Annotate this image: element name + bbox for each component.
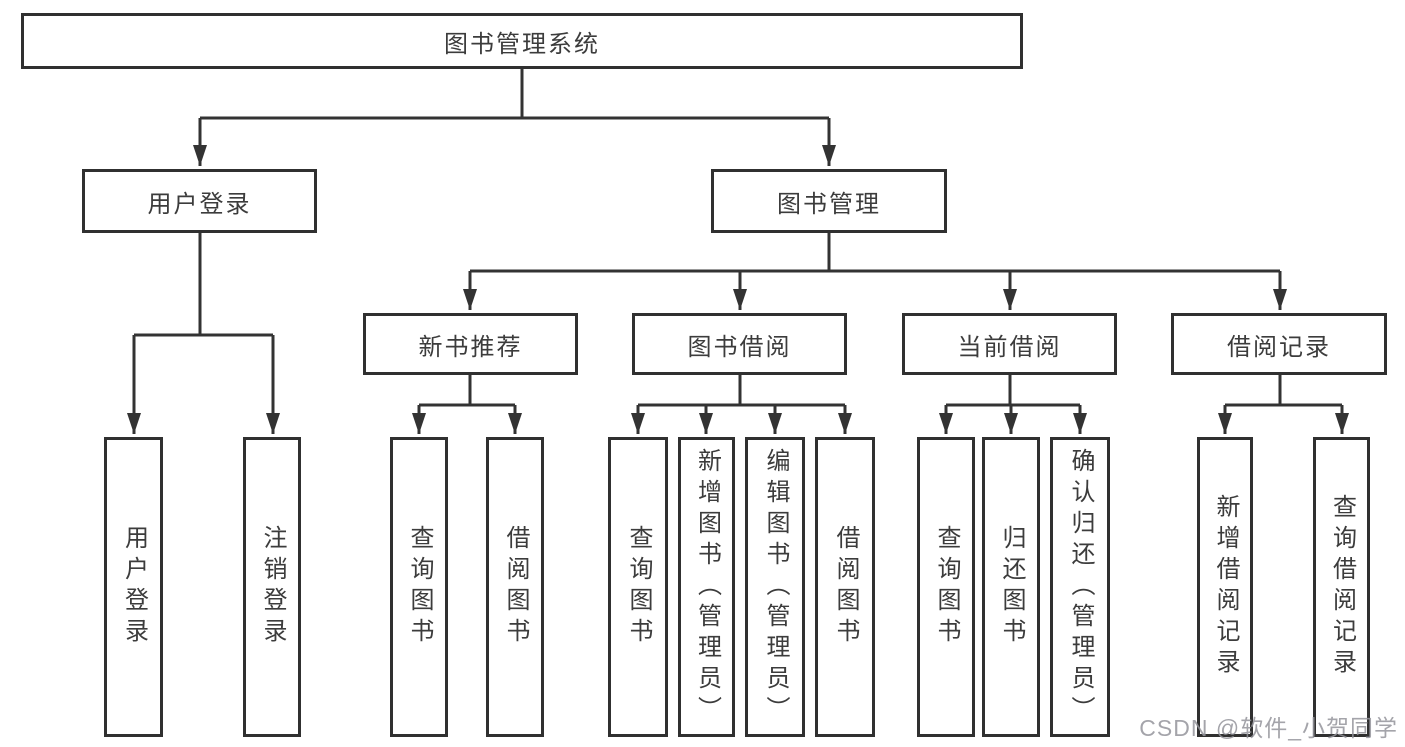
leaf-query-books-current: 查询图书 xyxy=(917,437,975,737)
node-label: 借阅图书 xyxy=(502,525,529,649)
node-user-login: 用户登录 xyxy=(82,169,317,233)
edge-bor-bar xyxy=(638,375,845,407)
edge-mgmt-bar xyxy=(470,233,1280,273)
edge-cur-bar xyxy=(946,375,1080,407)
node-library-management-system: 图书管理系统 xyxy=(21,13,1023,69)
leaf-edit-book-admin: 编辑图书（管理员） xyxy=(745,437,805,737)
node-label: 编辑图书（管理员） xyxy=(762,447,789,727)
node-label: 查询图书 xyxy=(625,525,652,649)
node-label: 借阅记录 xyxy=(1227,333,1331,361)
node-current-borrowing: 当前借阅 xyxy=(902,313,1117,375)
node-label: 新增借阅记录 xyxy=(1212,494,1239,680)
node-label: 图书借阅 xyxy=(687,333,792,361)
node-new-book-recommendation: 新书推荐 xyxy=(363,313,578,375)
node-label: 图书管理 xyxy=(777,190,881,218)
node-label: 图书管理系统 xyxy=(444,30,600,58)
node-label: 新书推荐 xyxy=(418,333,523,361)
leaf-query-borrow-record: 查询借阅记录 xyxy=(1313,437,1370,737)
node-label: 借阅图书 xyxy=(832,525,859,649)
csdn-watermark: CSDN @软件_小贺同学 xyxy=(1139,715,1398,741)
node-book-management: 图书管理 xyxy=(711,169,947,233)
leaf-logout: 注销登录 xyxy=(243,437,301,737)
node-label: 当前借阅 xyxy=(957,333,1062,361)
node-label: 用户登录 xyxy=(147,190,252,218)
leaf-return-books: 归还图书 xyxy=(982,437,1040,737)
leaf-confirm-return-admin: 确认归还（管理员） xyxy=(1050,437,1110,737)
node-label: 查询图书 xyxy=(933,525,960,649)
node-label: 新增图书（管理员） xyxy=(693,447,721,727)
leaf-borrow-books: 借阅图书 xyxy=(815,437,875,737)
node-label: 用户登录 xyxy=(120,525,148,649)
leaf-add-borrow-record: 新增借阅记录 xyxy=(1197,437,1253,737)
leaf-user-login: 用户登录 xyxy=(104,437,163,737)
node-label: 归还图书 xyxy=(998,525,1025,649)
node-label: 查询借阅记录 xyxy=(1328,494,1356,680)
node-label: 确认归还（管理员） xyxy=(1067,447,1094,727)
leaf-query-books-recommend: 查询图书 xyxy=(390,437,448,737)
leaf-add-book-admin: 新增图书（管理员） xyxy=(678,437,735,737)
leaf-borrow-books-recommend: 借阅图书 xyxy=(486,437,544,737)
edge-rec-bar xyxy=(419,375,515,407)
edge-rcd-bar xyxy=(1225,375,1342,407)
node-book-borrowing: 图书借阅 xyxy=(632,313,847,375)
edge-login-bar xyxy=(134,233,273,337)
node-borrowing-records: 借阅记录 xyxy=(1171,313,1387,375)
leaf-query-books-borrowing: 查询图书 xyxy=(608,437,668,737)
edge-root-bar xyxy=(200,69,829,120)
node-label: 注销登录 xyxy=(259,525,286,649)
node-label: 查询图书 xyxy=(406,525,433,649)
